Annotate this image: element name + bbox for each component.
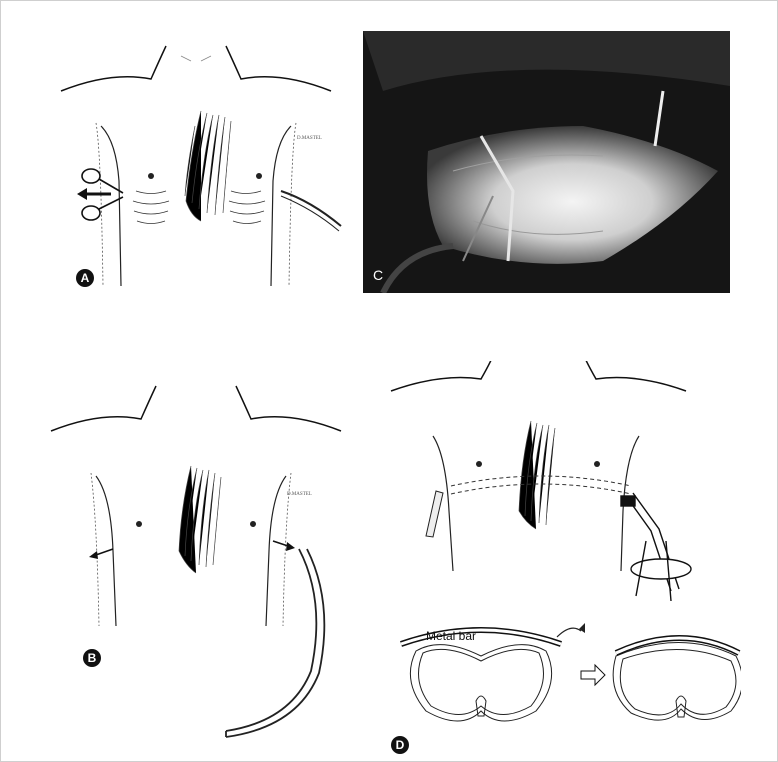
- chest-drawing-d: [381, 361, 741, 756]
- panel-d-badge: D: [391, 736, 409, 754]
- panel-a-badge: A: [76, 269, 94, 287]
- panel-a-illustration: D.MASTEL A: [41, 31, 361, 291]
- panel-b-illustration: D.MASTEL B: [41, 381, 361, 751]
- chest-drawing-a: D.MASTEL: [41, 31, 361, 291]
- panel-d-illustration: Metal bar D: [381, 361, 741, 756]
- metal-bar-label: Metal bar: [426, 629, 476, 643]
- chest-drawing-b: D.MASTEL: [41, 381, 361, 751]
- panel-b-badge: B: [83, 649, 101, 667]
- svg-text:D.MASTEL: D.MASTEL: [287, 492, 312, 497]
- cross-section-after: [613, 643, 741, 721]
- sternal-depression-hatching: [185, 111, 231, 221]
- surgical-photo: [363, 31, 730, 293]
- cross-section-before: [410, 645, 551, 721]
- svg-text:D.MASTEL: D.MASTEL: [297, 136, 322, 141]
- bar-introducer: [621, 493, 691, 601]
- panel-c-photo: C: [363, 31, 730, 293]
- panel-c-label: C: [373, 267, 383, 283]
